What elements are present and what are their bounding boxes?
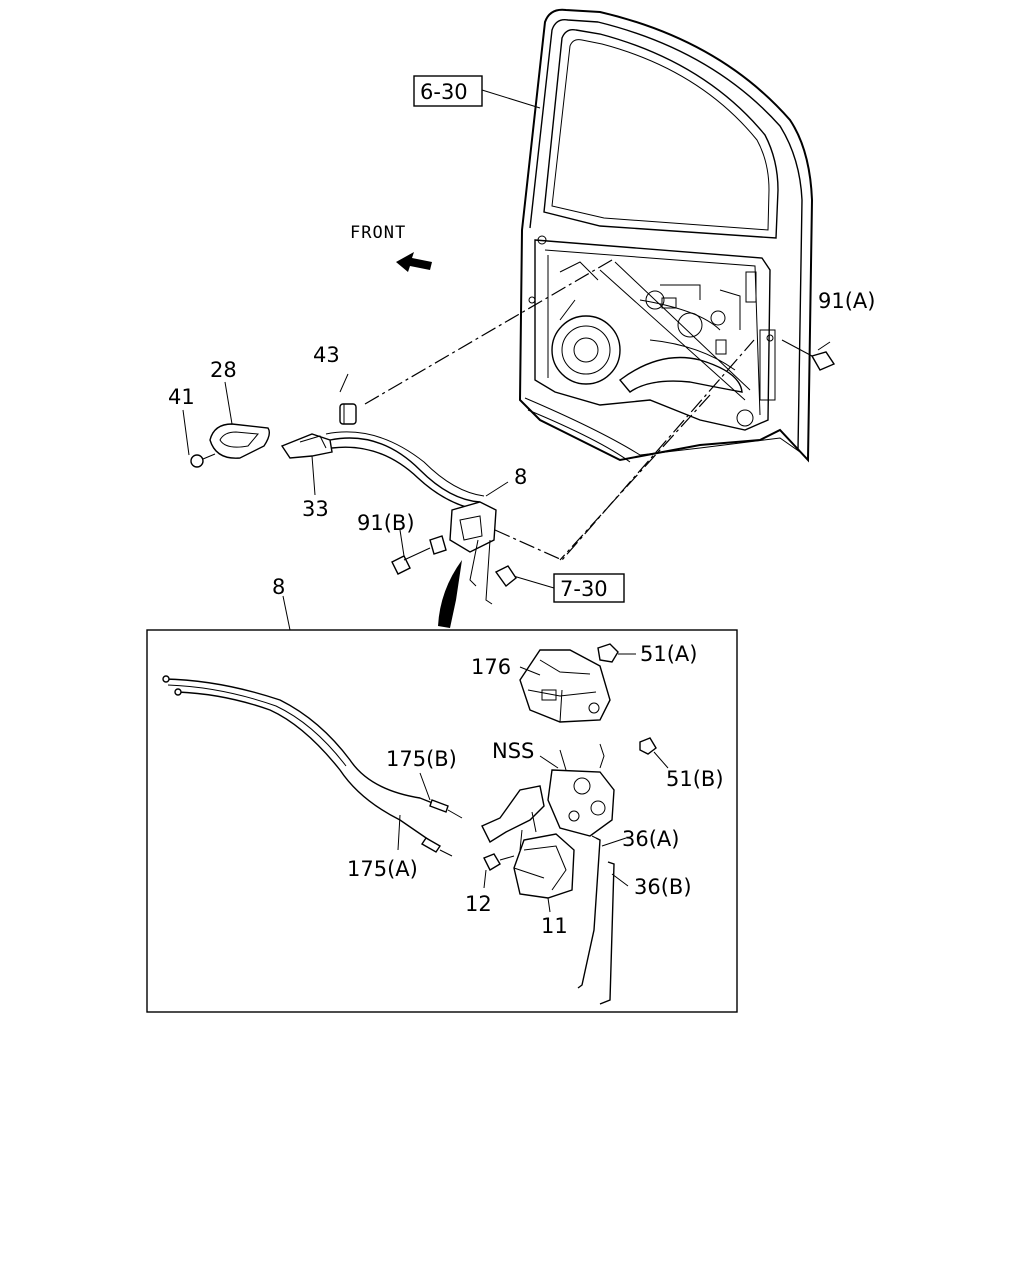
door-panel-illustration (518, 8, 814, 463)
label-51a: 51(A) (640, 642, 697, 666)
ref-box-6-30: 6-30 (413, 75, 541, 109)
bolt-91a (781, 339, 836, 371)
label-nss: NSS (492, 739, 534, 763)
ref-box-7-30: 7-30 (509, 573, 625, 603)
label-175a: 175(A) (347, 857, 418, 881)
detail-pointer-arrow (438, 560, 462, 628)
ref-6-30-label: 6-30 (420, 80, 468, 104)
inner-handle-33 (280, 433, 333, 496)
label-8-top: 8 (514, 465, 527, 489)
upper-cable-bundle (325, 431, 485, 511)
label-91b: 91(B) (357, 511, 415, 535)
part-labels: 91(A) 43 28 41 33 8 91(B) 8 176 51(A) NS… (168, 289, 875, 938)
label-36a: 36(A) (622, 827, 679, 851)
screw-41 (182, 409, 216, 468)
label-12: 12 (465, 892, 492, 916)
label-43: 43 (313, 343, 340, 367)
front-label: FRONT (350, 223, 406, 243)
label-8-detail: 8 (272, 575, 285, 599)
label-91a: 91(A) (818, 289, 875, 313)
label-176: 176 (471, 655, 511, 679)
front-arrow-icon (396, 252, 432, 272)
label-28: 28 (210, 358, 237, 382)
label-41: 41 (168, 385, 195, 409)
assembly-leader-lines (364, 259, 755, 561)
front-direction-indicator: FRONT (350, 223, 432, 272)
label-36b: 36(B) (634, 875, 692, 899)
clip-43 (339, 373, 357, 425)
label-11: 11 (541, 914, 568, 938)
ref-7-30-label: 7-30 (560, 577, 608, 601)
bolt-91b (391, 529, 431, 575)
label-175b: 175(B) (386, 747, 457, 771)
label-33: 33 (302, 497, 329, 521)
latch-assembly-8-upper (429, 481, 517, 605)
handle-bezel-28 (209, 381, 271, 459)
label-51b: 51(B) (666, 767, 724, 791)
detail-box-8 (146, 595, 738, 1013)
